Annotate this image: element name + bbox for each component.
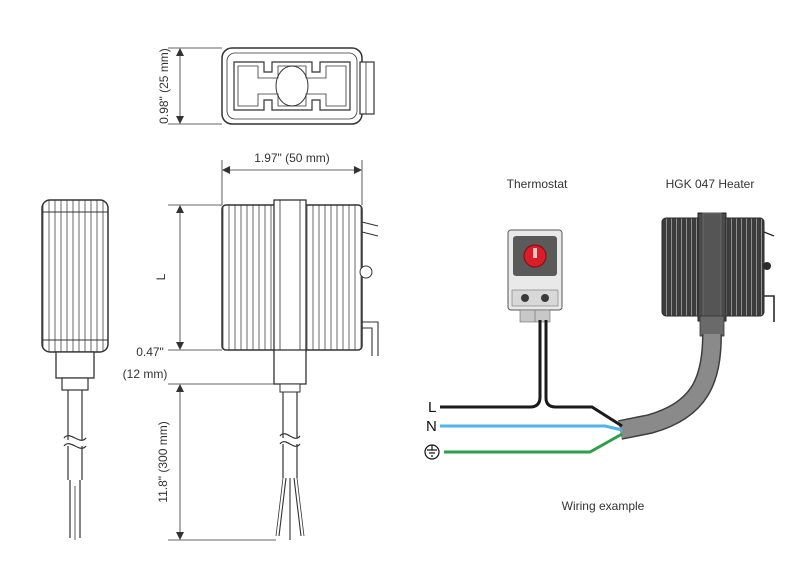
line-l-label: L [428,399,436,416]
dimension-top-width-text: 1.97" (50 mm) [254,151,330,165]
thermostat-label: Thermostat [507,177,568,191]
side-view [41,199,109,540]
wiring-example: Thermostat HGK 047 Heater [424,177,775,513]
top-view-profile [221,47,375,125]
dimension-cable-text: 11.8" (300 mm) [156,421,170,502]
dimension-base: 0.47" (12 mm) [123,345,274,385]
wire-protective-earth [444,432,623,454]
front-view [221,199,379,540]
wire-line-l [440,320,542,409]
wire-thermostat-out [544,320,623,428]
dimension-width-height-text: 0.98" (25 mm) [157,48,171,124]
wiring-caption: Wiring example [562,499,645,513]
heater-label: HGK 047 Heater [666,177,755,191]
dimension-length-text: L [154,273,168,280]
earth-ground-icon [424,444,440,460]
dimension-cable: 11.8" (300 mm) [156,384,276,541]
dimension-length: L [154,204,222,351]
dimension-base-inch-text: 0.47" [136,345,164,359]
dimension-top-width: 1.97" (50 mm) [221,151,363,205]
dimension-base-mm-text: (12 mm) [123,367,168,381]
thermostat [507,229,563,323]
wire-line-n [440,424,623,432]
hgk-heater [661,212,775,337]
line-n-label: N [426,418,437,435]
dimension-width-height: 0.98" (25 mm) [157,47,222,125]
